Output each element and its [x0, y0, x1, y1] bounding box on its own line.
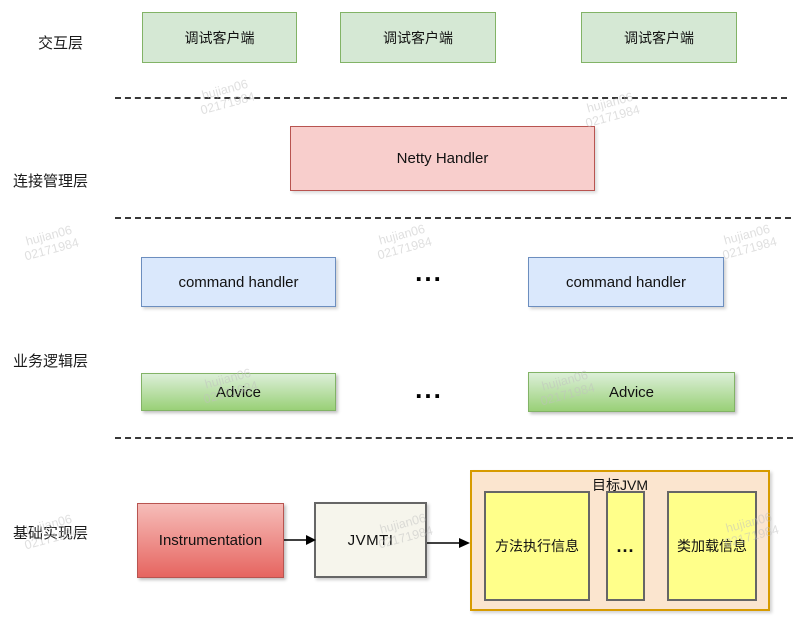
target-jvm-container: 目标JVM 方法执行信息 ... 类加载信息	[470, 470, 770, 611]
debug-client-box-2: 调试客户端	[340, 12, 496, 63]
method-exec-info-box: 方法执行信息	[484, 491, 590, 601]
watermark-line2: 02171984	[23, 235, 81, 264]
arrow-instrumentation-to-jvmti	[284, 535, 316, 545]
ellipsis-advices: ...	[415, 373, 443, 404]
advice-box-2: Advice	[528, 372, 735, 412]
class-load-info-box: 类加载信息	[667, 491, 757, 601]
command-handler-box-1: command handler	[141, 257, 336, 307]
watermark-line1: hujian06	[377, 221, 427, 248]
command-handler-box-2: command handler	[528, 257, 724, 307]
target-jvm-label: 目标JVM	[592, 477, 648, 493]
advice-box-1: Advice	[141, 373, 336, 411]
netty-handler-box: Netty Handler	[290, 126, 595, 191]
layer-label-interaction: 交互层	[38, 35, 84, 52]
layer-label-foundation: 基础实现层	[13, 525, 89, 542]
separator-line-3	[115, 437, 793, 439]
watermark-line1: hujian06	[585, 89, 635, 116]
layer-label-connection: 连接管理层	[13, 173, 89, 190]
watermark-line1: hujian06	[24, 222, 74, 249]
separator-line-2	[115, 217, 791, 219]
watermark-line1: hujian06	[722, 221, 772, 248]
watermark-line2: 02171984	[199, 89, 257, 118]
debug-client-box-3: 调试客户端	[581, 12, 737, 63]
debug-client-box-1: 调试客户端	[142, 12, 297, 63]
instrumentation-box: Instrumentation	[137, 503, 284, 578]
layer-label-business: 业务逻辑层	[13, 353, 89, 370]
watermark-line2: 02171984	[721, 234, 779, 263]
arrow-jvmti-to-target-jvm	[427, 538, 470, 548]
separator-line-1	[115, 97, 787, 99]
ellipsis-command-handlers: ...	[415, 256, 443, 287]
jvmti-box: JVMTI	[314, 502, 427, 578]
ellipsis-target-jvm: ...	[606, 491, 645, 601]
